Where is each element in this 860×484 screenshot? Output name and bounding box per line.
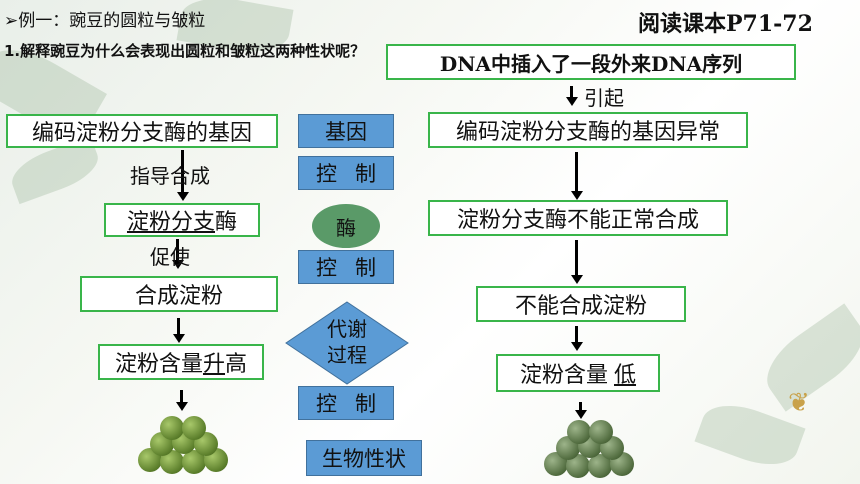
box-control: 控制 — [298, 156, 394, 190]
metabolism-line-1: 代谢 — [327, 317, 367, 341]
metabolism-label: 代谢 过程 — [284, 316, 410, 368]
box-dna-insertion: DNA中插入了一段外来DNA序列 — [386, 44, 796, 80]
diamond-metabolism — [285, 301, 409, 385]
box-control: 控制 — [298, 386, 394, 420]
arrow-down-icon — [571, 342, 583, 351]
arrow-shaft — [176, 239, 179, 261]
box-synthesize-starch: 合成淀粉 — [80, 276, 278, 312]
arrow-shaft — [575, 240, 578, 276]
starch-content-label: 淀粉含量 — [114, 352, 203, 377]
control-char-2: 制 — [355, 392, 376, 416]
blank-high: 升 — [202, 352, 225, 377]
arrow-shaft — [570, 86, 573, 98]
arrow-down-icon — [566, 97, 578, 106]
arrow-down-icon — [571, 275, 583, 284]
label-promote: 促使 — [150, 245, 190, 269]
box-starch-content-high: 淀粉含量升高 — [98, 344, 264, 380]
box-enzyme: 淀粉分支酶 — [104, 203, 260, 237]
blank-low: 低 — [614, 363, 637, 388]
butterfly-icon: ❦ — [788, 388, 810, 418]
arrow-shaft — [177, 318, 180, 336]
arrow-shaft — [575, 326, 578, 344]
question-text: 1.解释豌豆为什么会表现出圆粒和皱粒这两种性状呢？ — [4, 42, 366, 60]
arrow-shaft — [181, 150, 184, 194]
high-tail: 高 — [225, 352, 248, 377]
control-char-1: 控 — [316, 256, 337, 280]
arrow-down-icon — [173, 334, 185, 343]
enzyme-tail: 酶 — [215, 210, 238, 235]
label-cause: 引起 — [584, 86, 624, 110]
ellipse-enzyme: 酶 — [312, 204, 380, 248]
arrow-down-icon — [172, 260, 184, 269]
box-no-starch: 不能合成淀粉 — [476, 286, 686, 322]
blank-enzyme: 淀粉分支 — [126, 210, 215, 235]
control-char-1: 控 — [316, 392, 337, 416]
control-char-1: 控 — [316, 162, 337, 186]
arrow-down-icon — [575, 410, 587, 419]
box-starch-content-low: 淀粉含量低 — [496, 354, 660, 392]
arrow-shaft — [579, 402, 582, 412]
box-control: 控制 — [298, 250, 394, 284]
control-char-2: 制 — [355, 256, 376, 280]
box-gene-abnormal: 编码淀粉分支酶的基因异常 — [428, 112, 748, 148]
control-char-2: 制 — [355, 162, 376, 186]
label-guide-synthesis: 指导合成 — [130, 164, 210, 188]
arrow-down-icon — [571, 191, 583, 200]
arrow-down-icon — [176, 402, 188, 411]
box-gene-encoding: 编码淀粉分支酶的基因 — [6, 114, 278, 148]
bullet-arrow-icon: ➢ — [4, 11, 19, 31]
example-title: ➢例一：豌豆的圆粒与皱粒 — [4, 6, 205, 31]
arrow-shaft — [180, 390, 183, 404]
box-enzyme-failure: 淀粉分支酶不能正常合成 — [428, 200, 728, 236]
arrow-down-icon — [177, 192, 189, 201]
example-title-text: 例一：豌豆的圆粒与皱粒 — [18, 11, 206, 31]
arrow-shaft — [575, 152, 578, 192]
box-trait: 生物性状 — [306, 440, 422, 476]
box-gene: 基因 — [298, 114, 394, 148]
starch-content-label: 淀粉含量 — [519, 363, 608, 388]
reading-reference: 阅读课本P71-72 — [638, 11, 813, 37]
metabolism-line-2: 过程 — [327, 343, 367, 367]
